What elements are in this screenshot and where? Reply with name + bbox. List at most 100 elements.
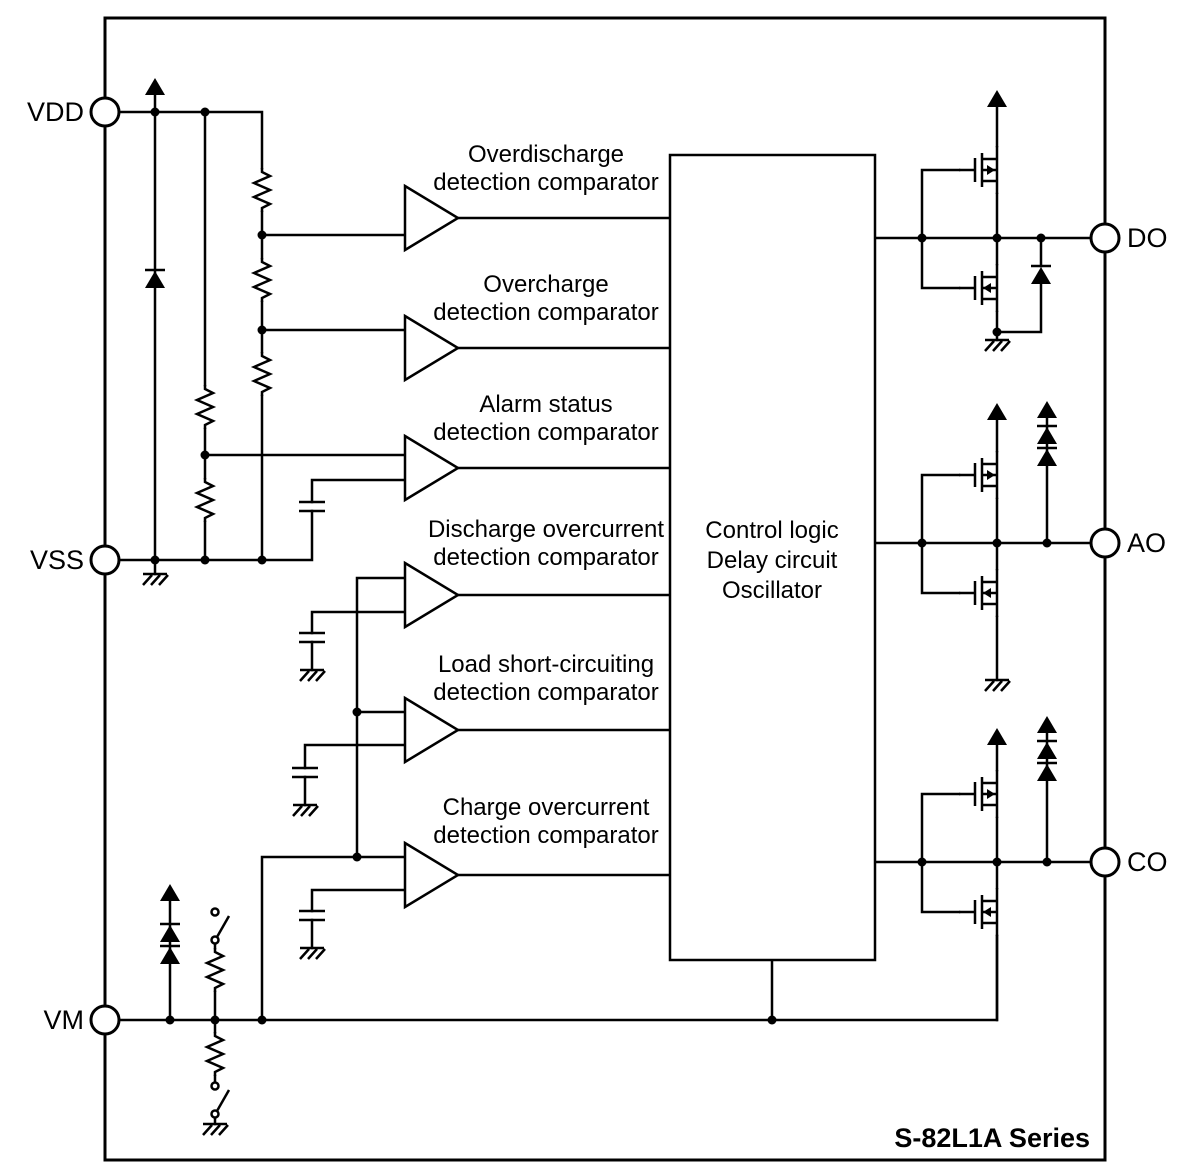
- junction-dot: [917, 233, 927, 243]
- pin-co-label: CO: [1127, 847, 1168, 877]
- diode: [1035, 761, 1059, 783]
- junction-dot: [767, 1015, 777, 1025]
- junction-dot: [150, 107, 160, 117]
- ground-icon: [141, 572, 170, 587]
- pin-co-terminal: [1089, 846, 1121, 878]
- pin-vdd-terminal: [89, 96, 121, 128]
- junction-dot: [992, 233, 1002, 243]
- junction-dot: [210, 1015, 220, 1025]
- junction-dot: [992, 327, 1002, 337]
- resistor: [252, 166, 272, 214]
- comparator-charge-overcurrent: [403, 840, 461, 910]
- comparator-label-line1: Overcharge: [483, 271, 608, 298]
- junction-dot: [992, 538, 1002, 548]
- pin-ao-terminal: [1089, 527, 1121, 559]
- ic-border: [103, 16, 1107, 1162]
- pin-vm-label: VM: [44, 1005, 85, 1035]
- diode: [158, 944, 182, 966]
- pin-vm-terminal: [89, 1004, 121, 1036]
- junction-dot: [165, 1015, 175, 1025]
- switch: [210, 1081, 231, 1119]
- ground-icon: [291, 803, 320, 818]
- diode: [158, 922, 182, 944]
- comparator-load-short: [403, 695, 461, 765]
- resistor: [252, 350, 272, 398]
- diode: [1035, 739, 1059, 761]
- pin-vss-terminal: [89, 544, 121, 576]
- comparator-label-line2: detection comparator: [433, 822, 658, 849]
- series-title: S-82L1A Series: [894, 1123, 1090, 1153]
- capacitor: [297, 909, 327, 922]
- pin-ao-label: AO: [1127, 528, 1166, 558]
- junction-dot: [917, 538, 927, 548]
- comparator-label-line2: detection comparator: [433, 299, 658, 326]
- pmos-transistor: [957, 144, 999, 196]
- output-transistors: [957, 144, 999, 938]
- capacitor: [297, 500, 327, 513]
- power-arrow-icon: [987, 403, 1007, 420]
- power-arrow-icon: [1037, 716, 1057, 733]
- wires-output-drivers: [873, 105, 1093, 1022]
- junction-dot: [200, 107, 210, 117]
- nmos-transistor: [957, 567, 999, 619]
- pin-do-terminal: [1089, 222, 1121, 254]
- power-arrow-icon: [987, 728, 1007, 745]
- junction-dot: [352, 707, 362, 717]
- junction-dot: [917, 857, 927, 867]
- junction-dot: [992, 857, 1002, 867]
- comparator-labels: Overdischarge detection comparator Overc…: [428, 141, 664, 849]
- comparator-label-line2: detection comparator: [433, 419, 658, 446]
- resistor: [195, 476, 215, 524]
- junction-dot: [352, 852, 362, 862]
- junction-dot: [1042, 857, 1052, 867]
- control-block-label-1: Control logic: [705, 517, 838, 544]
- resistor: [205, 1030, 225, 1078]
- comparator-discharge-overcurrent: [403, 560, 461, 630]
- pin-do-label: DO: [1127, 223, 1168, 253]
- nmos-transistor: [957, 262, 999, 314]
- junction-dot: [1042, 538, 1052, 548]
- junction-dot: [200, 450, 210, 460]
- junction-dot: [1036, 233, 1046, 243]
- ground-icon: [983, 338, 1012, 353]
- comparators: [403, 183, 461, 910]
- comparator-label-line1: Load short-circuiting: [438, 651, 654, 678]
- power-arrow-icon: [1037, 401, 1057, 418]
- diode: [1035, 446, 1059, 468]
- junction-dot: [150, 555, 160, 565]
- ground-icon: [298, 946, 327, 961]
- comparator-label-line2: detection comparator: [433, 169, 658, 196]
- comparator-label-line1: Alarm status: [479, 391, 612, 418]
- nmos-transistor: [957, 886, 999, 938]
- comparator-label-line1: Overdischarge: [468, 141, 624, 168]
- resistor: [195, 383, 215, 431]
- wires-current-sense: [260, 576, 407, 1022]
- diode: [143, 268, 167, 290]
- junction-dot: [257, 555, 267, 565]
- diode: [1029, 264, 1053, 286]
- pins: VDD VSS VM DO AO CO: [27, 96, 1168, 1036]
- pin-vdd-label: VDD: [27, 97, 84, 127]
- comparator-output-lines: [456, 216, 672, 877]
- power-arrow-icon: [145, 78, 165, 95]
- comparator-alarm-status: [403, 433, 461, 503]
- resistor: [205, 946, 225, 994]
- resistor: [252, 256, 272, 304]
- pin-vss-label: VSS: [30, 545, 84, 575]
- comparator-label-line2: detection comparator: [433, 544, 658, 571]
- junction-dot: [257, 325, 267, 335]
- power-arrow-icon: [987, 90, 1007, 107]
- junction-dot: [257, 230, 267, 240]
- pmos-transistor: [957, 768, 999, 820]
- comparator-overdischarge: [403, 183, 461, 253]
- control-block-label-2: Delay circuit: [707, 547, 838, 574]
- ground-icon: [201, 1122, 230, 1137]
- switch: [210, 907, 231, 945]
- junction-dot: [257, 1015, 267, 1025]
- junction-dot: [200, 555, 210, 565]
- pmos-transistor: [957, 449, 999, 501]
- comparator-label-line2: detection comparator: [433, 679, 658, 706]
- comparator-label-line1: Discharge overcurrent: [428, 516, 664, 543]
